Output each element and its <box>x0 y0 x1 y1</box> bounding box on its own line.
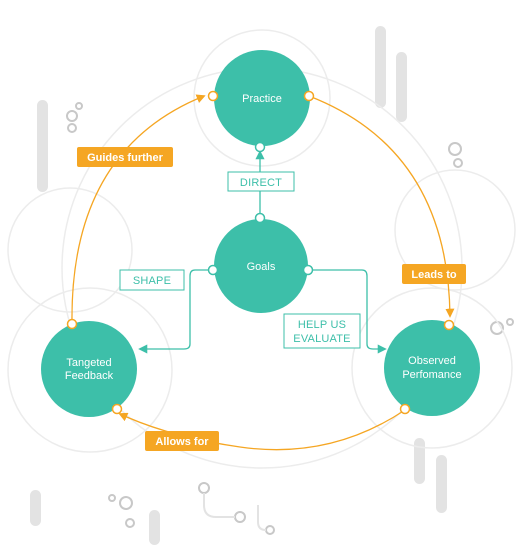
feedback-label-line2: Feedback <box>65 370 114 382</box>
port <box>111 403 123 415</box>
help-evaluate-box <box>283 313 361 349</box>
label-leads-to: Leads to <box>402 264 466 284</box>
decor-dot <box>75 102 83 110</box>
background-decoration <box>30 26 447 545</box>
decor-bar <box>149 510 160 545</box>
leads-to-label: Leads to <box>411 269 457 281</box>
decor-connector <box>203 493 235 518</box>
port <box>254 141 266 153</box>
practice-label: Practice <box>242 93 282 105</box>
label-direct: DIRECT <box>227 171 295 192</box>
direct-label: DIRECT <box>240 177 282 189</box>
decor-dot <box>234 511 246 523</box>
decor-bar <box>436 455 447 513</box>
label-allows-for: Allows for <box>145 431 219 451</box>
port <box>443 319 455 331</box>
leads-to-box <box>402 264 466 284</box>
node-goals: Goals <box>214 219 308 313</box>
node-practice: Practice <box>214 50 310 146</box>
performance-label-line1: Observed <box>408 355 456 367</box>
decor-ring <box>193 29 331 167</box>
practice-circle <box>214 50 310 146</box>
decor-bar <box>30 490 41 526</box>
direct-box <box>227 171 295 192</box>
connection-ports <box>66 90 455 415</box>
decor-ring <box>7 187 133 313</box>
decor-bar <box>375 26 386 108</box>
decor-dot <box>506 318 514 326</box>
decor-dot <box>265 525 275 535</box>
port <box>66 318 78 330</box>
decor-ring <box>7 287 173 453</box>
guides-further-label: Guides further <box>87 152 164 164</box>
arrow-feedback-to-practice <box>71 94 206 324</box>
decor-bar <box>396 52 407 122</box>
decor-dot <box>66 110 78 122</box>
decor-bar <box>414 438 425 484</box>
help-label-line2: EVALUATE <box>293 333 350 345</box>
decor-dot <box>198 482 210 494</box>
allows-for-label: Allows for <box>155 436 209 448</box>
guides-further-box <box>77 147 173 167</box>
label-help-evaluate: HELP US EVALUATE <box>283 313 361 349</box>
decor-ring <box>394 169 516 291</box>
node-performance: Observed Perfomance <box>384 320 480 416</box>
feedback-circle <box>41 321 137 417</box>
performance-circle <box>384 320 480 416</box>
port <box>302 264 314 276</box>
port <box>399 403 411 415</box>
label-shape: SHAPE <box>119 269 185 291</box>
label-guides-further: Guides further <box>77 147 173 167</box>
decor-dot <box>119 496 133 510</box>
decor-connector <box>257 505 267 531</box>
goals-circle <box>214 219 308 313</box>
port <box>207 90 219 102</box>
goals-label: Goals <box>247 261 276 273</box>
background-dots <box>66 102 514 535</box>
feedback-label-line1: Tangeted <box>66 357 111 369</box>
decor-dot <box>448 142 462 156</box>
decor-bar <box>37 100 48 192</box>
decor-ring <box>351 287 513 449</box>
allows-for-box <box>145 431 219 451</box>
help-label-line1: HELP US <box>298 319 346 331</box>
decor-dot <box>108 494 116 502</box>
port <box>254 212 266 224</box>
connector-goals-to-performance <box>308 269 387 354</box>
port <box>207 264 219 276</box>
arrow-performance-to-feedback <box>118 409 406 451</box>
performance-label-line2: Perfomance <box>402 369 461 381</box>
shape-box <box>119 269 185 291</box>
decor-dot <box>67 123 77 133</box>
port <box>303 90 315 102</box>
shape-label: SHAPE <box>133 275 171 287</box>
decor-dot <box>453 158 463 168</box>
decor-dot <box>125 518 135 528</box>
connector-goals-to-feedback <box>138 269 213 354</box>
background-dot-connectors <box>203 493 267 531</box>
node-feedback: Tangeted Feedback <box>41 321 137 417</box>
